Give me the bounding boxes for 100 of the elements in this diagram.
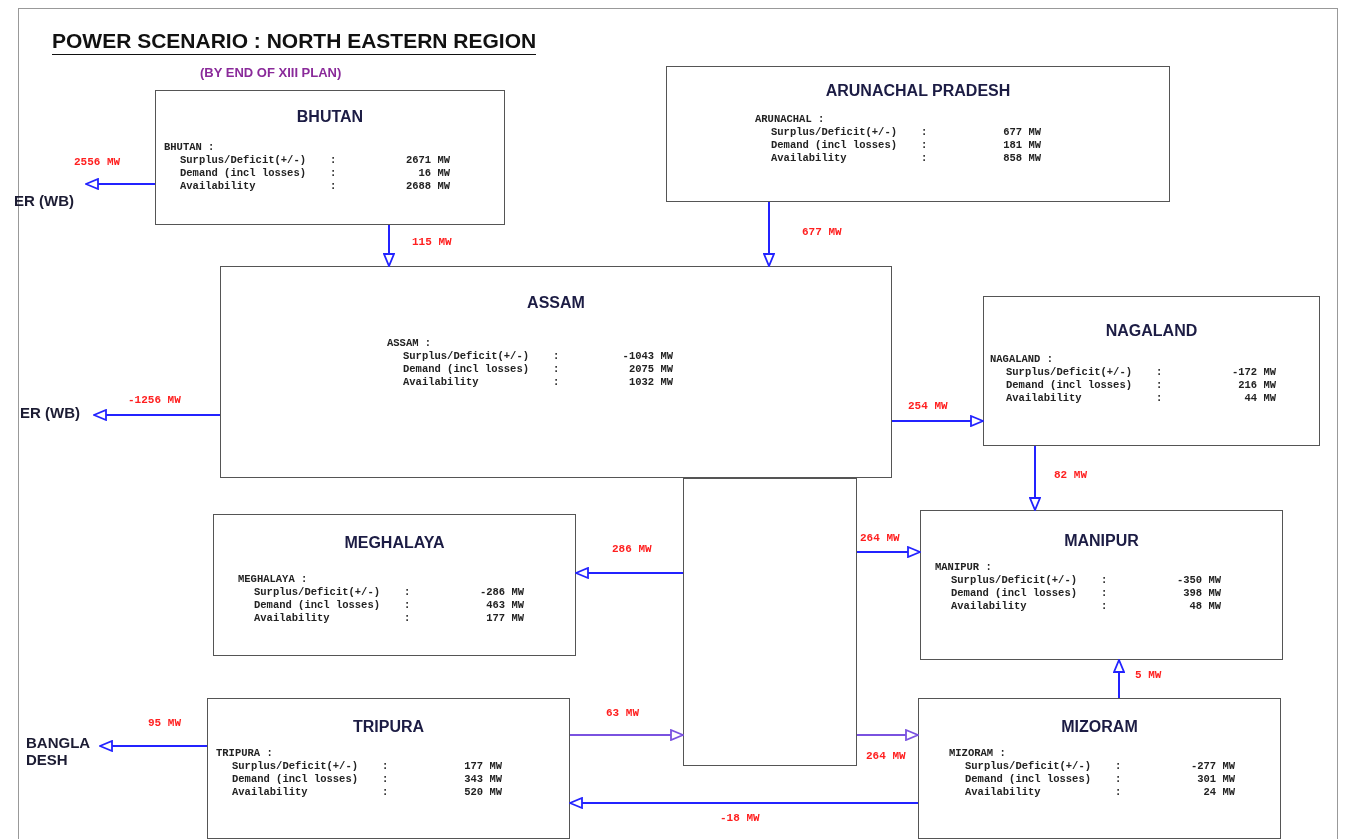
separator-colon: : — [553, 350, 560, 363]
state-box — [983, 296, 1320, 446]
metric-value: -286 MW — [478, 586, 524, 599]
separator-colon: : — [382, 760, 389, 773]
metric-label: Surplus/Deficit(+/-) — [771, 126, 899, 139]
state-box — [220, 266, 892, 478]
destination-label: BANGLA DESH — [26, 734, 100, 768]
metric-value: 520 MW — [463, 786, 502, 799]
flow-arrow — [1113, 659, 1125, 699]
separator-colon: : — [553, 363, 560, 376]
metric-label: Surplus/Deficit(+/-) — [1006, 366, 1134, 379]
metric-label: Availability — [180, 180, 257, 193]
state-heading: MEGHALAYA — [344, 533, 445, 553]
separator-colon: : — [1101, 600, 1108, 613]
metric-label: Demand (incl losses) — [232, 773, 360, 786]
metric-value: -172 MW — [1230, 366, 1276, 379]
separator-colon: : — [404, 612, 411, 625]
metric-label: Surplus/Deficit(+/-) — [180, 154, 308, 167]
state-box — [213, 514, 576, 656]
metric-value: 44 MW — [1243, 392, 1276, 405]
region-name: ARUNACHAL : — [755, 113, 825, 126]
metric-label: Availability — [771, 152, 848, 165]
metric-label: Demand (incl losses) — [403, 363, 531, 376]
separator-colon: : — [1156, 392, 1163, 405]
separator-colon: : — [404, 586, 411, 599]
metric-value: 2671 MW — [404, 154, 450, 167]
flow-arrow — [85, 178, 156, 190]
subtitle: (BY END OF XIII PLAN) — [200, 64, 342, 82]
region-name: TRIPURA : — [216, 747, 273, 760]
metric-value: 343 MW — [463, 773, 502, 786]
flow-arrow — [856, 729, 919, 741]
state-heading: MIZORAM — [1061, 717, 1138, 737]
state-box — [666, 66, 1170, 202]
separator-colon: : — [404, 599, 411, 612]
metric-label: Demand (incl losses) — [180, 167, 308, 180]
junction-box — [683, 478, 857, 766]
separator-colon: : — [1101, 574, 1108, 587]
region-name: MEGHALAYA : — [238, 573, 308, 586]
separator-colon: : — [1101, 587, 1108, 600]
metric-label: Surplus/Deficit(+/-) — [951, 574, 1079, 587]
state-heading: TRIPURA — [352, 717, 425, 737]
metric-value: -1043 MW — [621, 350, 673, 363]
flow-arrow — [93, 409, 221, 421]
state-heading: ASSAM — [527, 293, 585, 313]
metric-value: 398 MW — [1182, 587, 1221, 600]
metric-value: 16 MW — [417, 167, 450, 180]
flow-arrow — [575, 567, 684, 579]
flow-arrow — [891, 415, 984, 427]
state-box — [207, 698, 570, 839]
state-box — [155, 90, 505, 225]
metric-value: 216 MW — [1237, 379, 1276, 392]
flow-arrow — [1029, 445, 1041, 511]
metric-label: Surplus/Deficit(+/-) — [254, 586, 382, 599]
flow-arrow — [569, 729, 684, 741]
metric-value: 301 MW — [1196, 773, 1235, 786]
metric-label: Demand (incl losses) — [254, 599, 382, 612]
metric-label: Surplus/Deficit(+/-) — [232, 760, 360, 773]
metric-label: Demand (incl losses) — [965, 773, 1093, 786]
metric-value: -350 MW — [1175, 574, 1221, 587]
flow-arrow — [763, 201, 775, 267]
metric-label: Availability — [965, 786, 1042, 799]
metric-label: Demand (incl losses) — [951, 587, 1079, 600]
separator-colon: : — [330, 180, 337, 193]
separator-colon: : — [921, 152, 928, 165]
separator-colon: : — [921, 139, 928, 152]
metric-label: Availability — [232, 786, 309, 799]
separator-colon: : — [1115, 760, 1122, 773]
metric-value: 177 MW — [485, 612, 524, 625]
separator-colon: : — [1115, 786, 1122, 799]
metric-value: -277 MW — [1189, 760, 1235, 773]
flow-arrow — [856, 546, 921, 558]
metric-value: 2688 MW — [404, 180, 450, 193]
state-heading: NAGALAND — [1105, 321, 1198, 341]
separator-colon: : — [921, 126, 928, 139]
metric-value: 181 MW — [1002, 139, 1041, 152]
state-heading: MANIPUR — [1064, 531, 1139, 551]
region-name: MIZORAM : — [949, 747, 1006, 760]
region-name: MANIPUR : — [935, 561, 992, 574]
metric-label: Surplus/Deficit(+/-) — [965, 760, 1093, 773]
separator-colon: : — [553, 376, 560, 389]
metric-value: 677 MW — [1002, 126, 1041, 139]
metric-value: 48 MW — [1188, 600, 1221, 613]
metric-label: Demand (incl losses) — [771, 139, 899, 152]
region-name: BHUTAN : — [164, 141, 215, 154]
metric-value: 177 MW — [463, 760, 502, 773]
metric-label: Availability — [403, 376, 480, 389]
metric-label: Availability — [1006, 392, 1083, 405]
metric-value: 463 MW — [485, 599, 524, 612]
separator-colon: : — [1115, 773, 1122, 786]
separator-colon: : — [330, 154, 337, 167]
region-name: ASSAM : — [387, 337, 432, 350]
flow-arrow — [99, 740, 208, 752]
flow-arrow — [569, 797, 919, 809]
metric-label: Surplus/Deficit(+/-) — [403, 350, 531, 363]
metric-label: Demand (incl losses) — [1006, 379, 1134, 392]
separator-colon: : — [330, 167, 337, 180]
separator-colon: : — [1156, 366, 1163, 379]
separator-colon: : — [1156, 379, 1163, 392]
flow-arrow — [383, 224, 395, 267]
state-heading: ARUNACHAL PRADESH — [825, 81, 1011, 101]
